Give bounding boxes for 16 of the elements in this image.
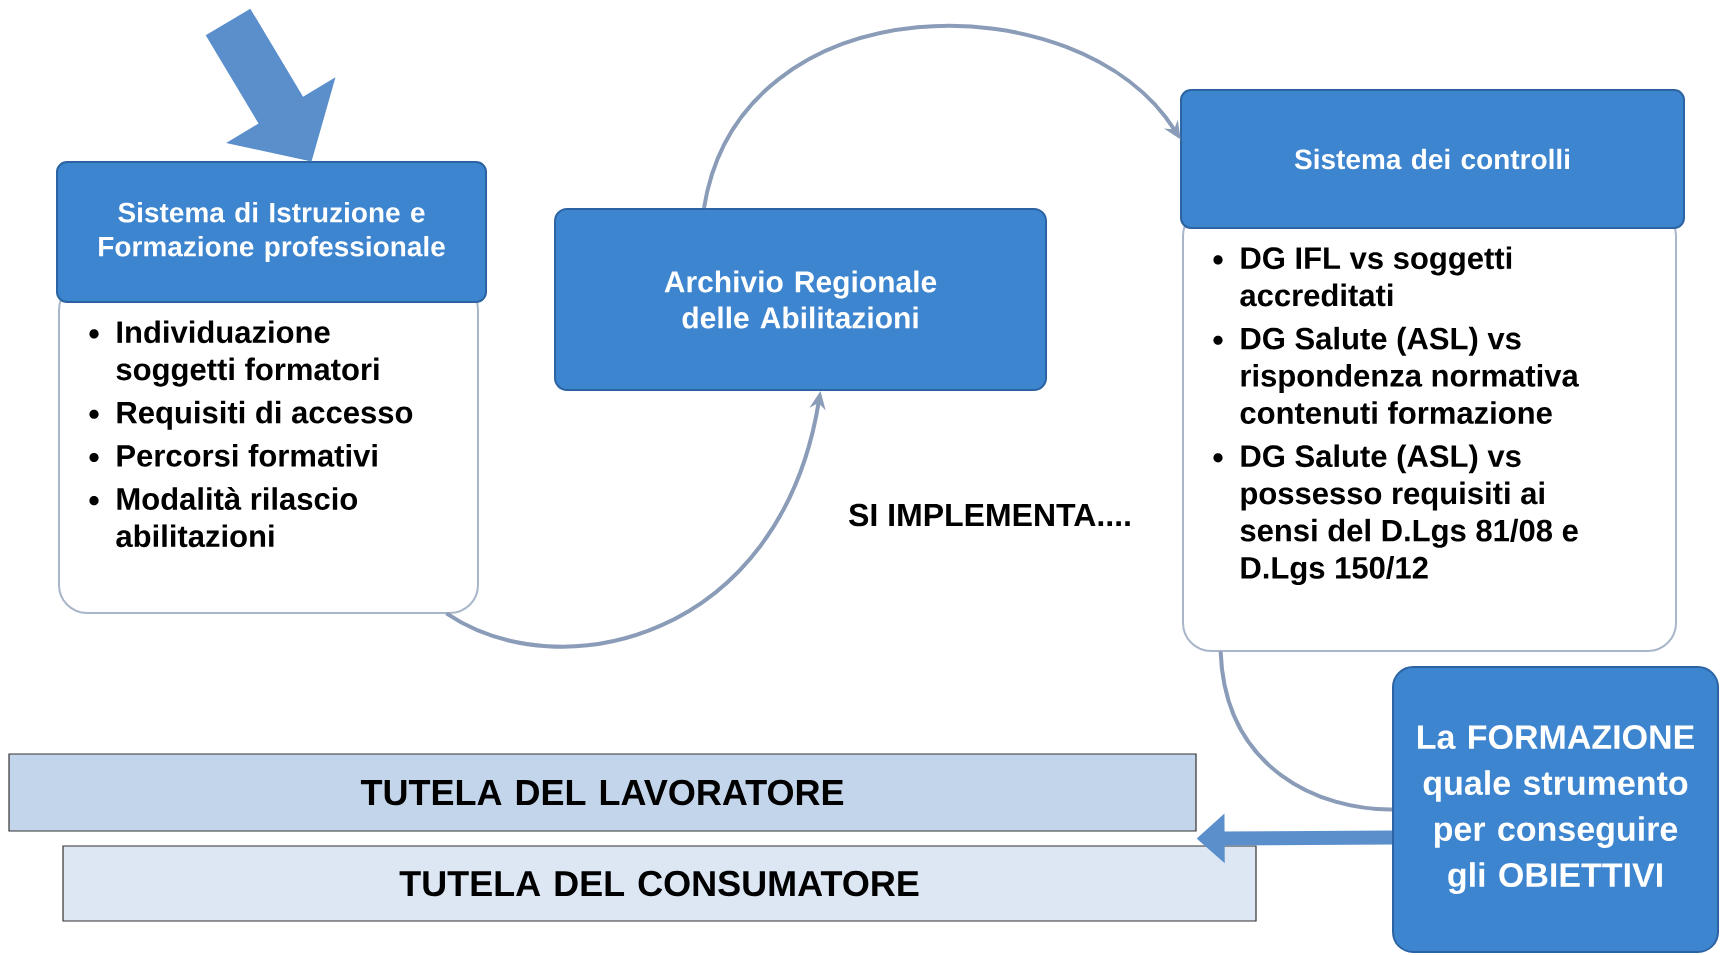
bullet-item: Modalità rilascio abilitazioni — [89, 486, 358, 548]
bullet-item: DG Salute (ASL) vs possesso requisiti ai sensi del D.Lgs 81/08 e D.Lgs 150/12 — [1213, 444, 1578, 586]
bullet-item: Requisiti di accesso — [89, 400, 413, 430]
curved-arrow — [702, 24, 1181, 209]
process-box: Archivio Regionale delle Abilitazioni — [554, 208, 1047, 391]
curved-line — [1218, 651, 1393, 812]
bullet-item: DG Salute (ASL) vs rispondenza normativa contenuti formazione — [1213, 326, 1579, 424]
bullet-item: Percorsi formativi — [89, 444, 377, 467]
header-box: Sistema di Istruzione e Formazione professionale — [56, 161, 487, 303]
bullet-item: Individuazione soggetti formatori — [89, 320, 379, 387]
header-box: Sistema dei controlli — [1180, 89, 1685, 229]
note-text: SI IMPLEMENTA.... — [849, 503, 1130, 527]
banner-bar: TUTELA DEL LAVORATORE — [8, 753, 1197, 832]
bullet-item: DG IFL vs soggetti accreditati — [1213, 246, 1512, 307]
banner-bar: TUTELA DEL CONSUMATORE — [62, 845, 1257, 922]
process-box: La FORMAZIONE quale strumento per conseguire gli OBIETTIVI — [1392, 666, 1719, 953]
